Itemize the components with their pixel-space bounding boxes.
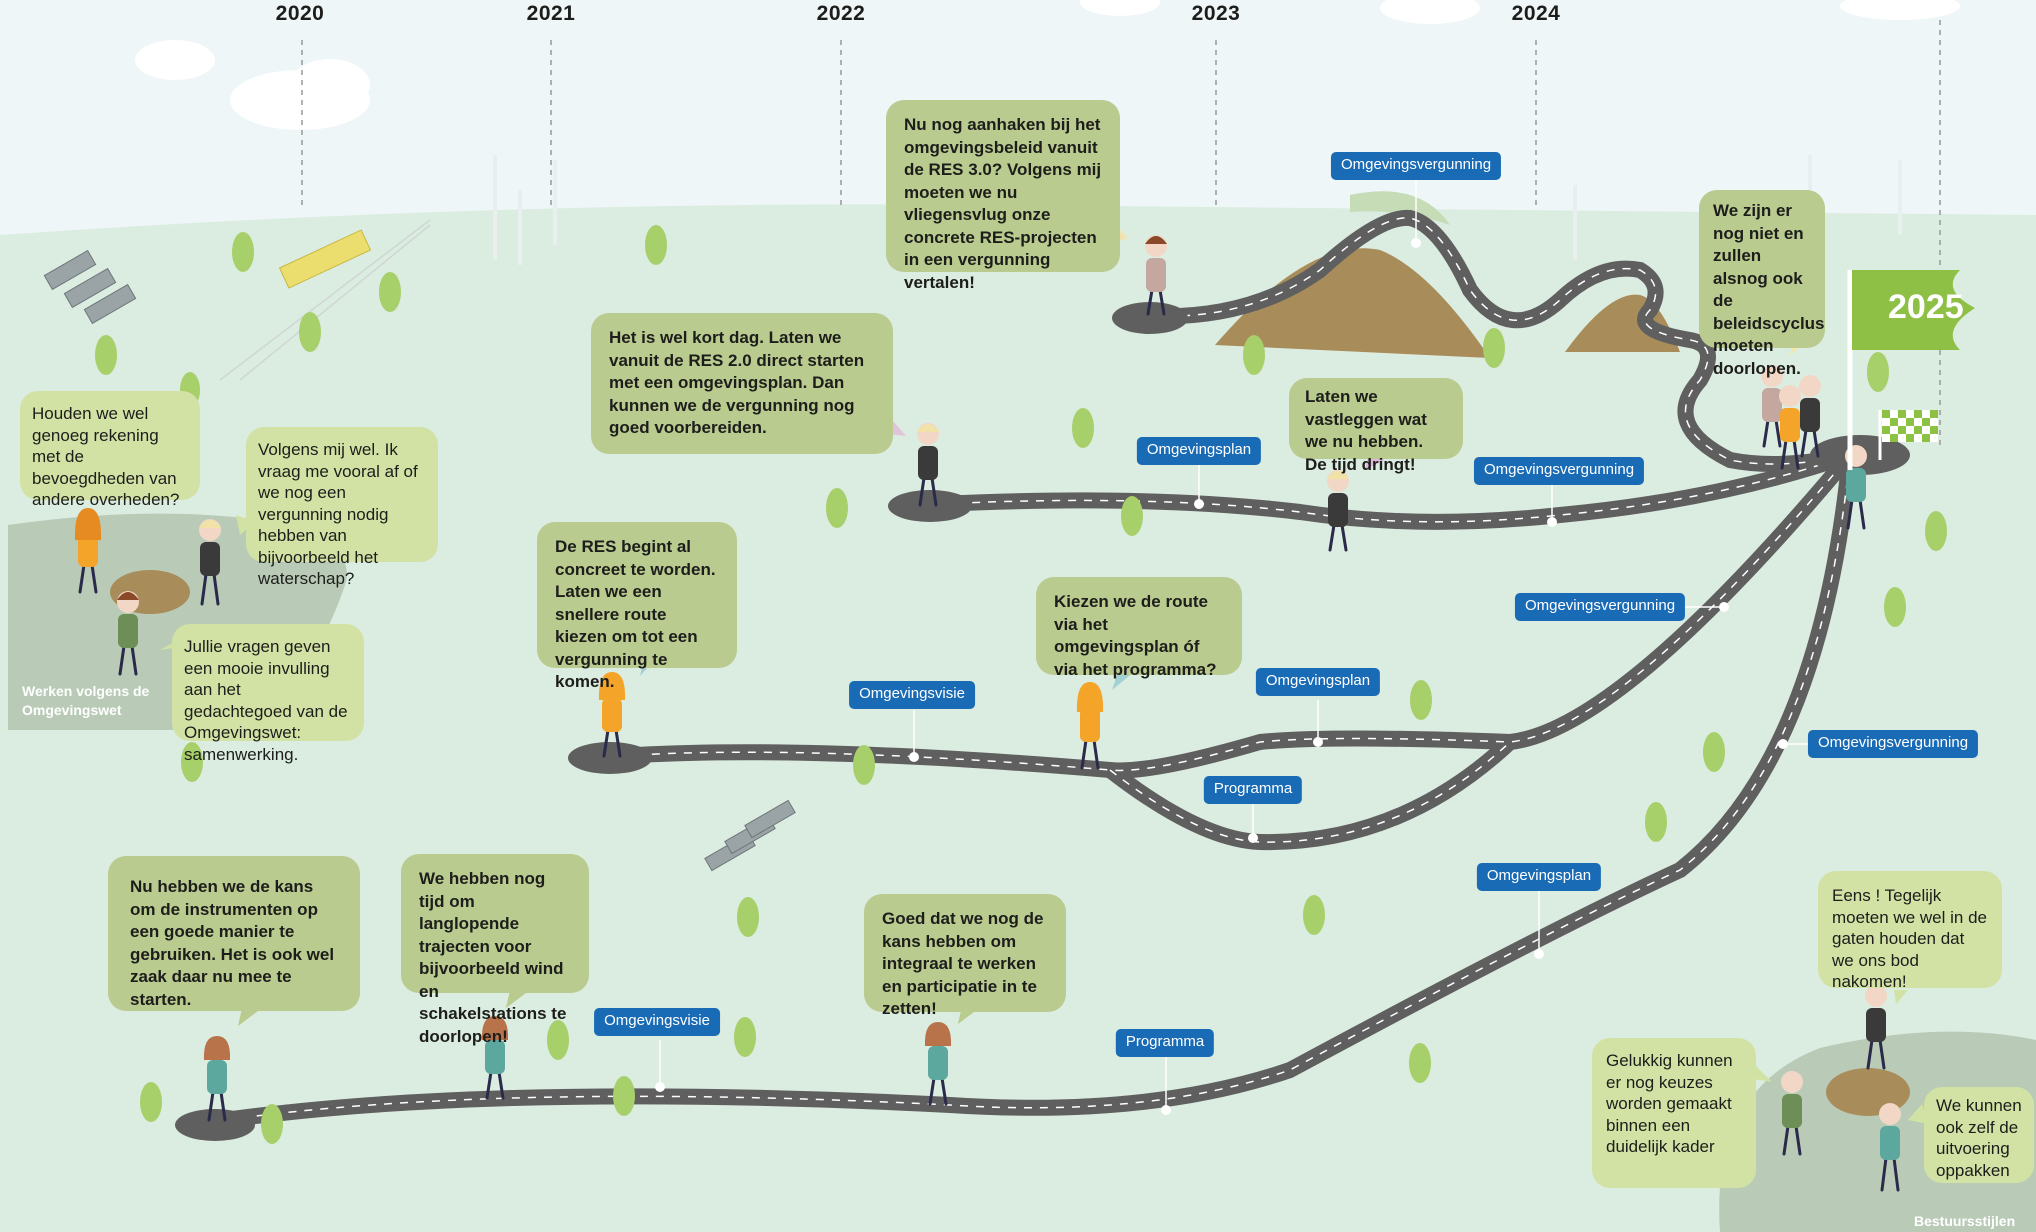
hill-big (1215, 248, 1490, 358)
tag-omgevingsvergunning: Omgevingsvergunning (1330, 152, 1502, 180)
bubble-gelukkig: Gelukkig kunnen er nog keuzes worden gem… (1592, 1038, 1756, 1188)
person-res-concreet (598, 672, 626, 758)
year-2024: 2024 (1511, 2, 1561, 25)
finish-checkered-flag (1878, 410, 1938, 460)
bubble-bevoegdheden: Houden we wel genoeg rekening met de bev… (20, 391, 200, 509)
trees (95, 225, 1947, 1144)
road-start-discs (175, 302, 1910, 1141)
person-tijd (481, 1016, 509, 1100)
person-left-orange (74, 508, 102, 594)
person-right-group (1781, 985, 1901, 1192)
zone-left-label: Werken volgens de Omgevingswet (22, 683, 150, 718)
goal-flag (1847, 270, 1975, 470)
bubble-zelf: We kunnen ook zelf de uitvoering oppakke… (1924, 1087, 2034, 1183)
tag-omgevingsvisie: Omgevingsvisie (594, 1008, 720, 1036)
zone-right-label: Bestuursstijlen (1914, 1213, 2016, 1229)
goal-year-label: 2025 (1888, 288, 1964, 326)
year-2022: 2022 (816, 2, 866, 25)
tag-omgevingsvergunning: Omgevingsvergunning (1807, 730, 1979, 758)
bubble-res20: Het is wel kort dag. Laten we vanuit de … (591, 313, 893, 454)
person-vastleggen (1327, 470, 1349, 552)
bubble-kans: Nu hebben we de kans om de instrumenten … (108, 856, 360, 1011)
person-left-teal (117, 591, 139, 676)
tag-omgevingsplan: Omgevingsplan (1136, 437, 1262, 465)
bubble-eens: Eens ! Tegelijk moeten we wel in de gate… (1818, 871, 2002, 991)
bubble-jullie: Jullie vragen geven een mooie invulling … (172, 624, 364, 764)
wind-turbines (493, 155, 1902, 265)
tag-omgevingsvergunning: Omgevingsvergunning (1473, 457, 1645, 485)
person-res20 (917, 423, 939, 507)
tag-programma: Programma (1115, 1029, 1215, 1057)
person-route (1076, 682, 1104, 770)
tag-omgevingsvergunning: Omgevingsvergunning (1514, 593, 1686, 621)
tag-omgevingsplan: Omgevingsplan (1255, 668, 1381, 696)
clouds (135, 0, 1960, 130)
year-2023: 2023 (1191, 2, 1241, 25)
year-2020: 2020 (275, 2, 325, 25)
tag-omgevingsvisie: Omgevingsvisie (849, 681, 975, 709)
tag-omgevingsplan: Omgevingsplan (1476, 863, 1602, 891)
person-goal-group (1761, 365, 1867, 530)
people (74, 235, 1901, 1192)
bubble-tijd: We hebben nog tijd om langlopende trajec… (401, 854, 589, 1046)
year-dividers (301, 20, 1941, 450)
person-left-dark (199, 519, 221, 606)
bubble-vastleggen: Laten we vastleggen wat we nu hebben. De… (1289, 378, 1463, 474)
bubble-res-concreet: De RES begint al concreet te worden. Lat… (537, 522, 737, 691)
road-markings (224, 217, 1851, 1121)
tag-programma: Programma (1203, 776, 1303, 804)
rail-track (219, 219, 431, 381)
bubble-beleidscyclus: We zijn er nog niet en zullen alsnog ook… (1699, 190, 1825, 378)
bubble-res30: Nu nog aanhaken bij het omgevingsbeleid … (886, 100, 1120, 292)
tag-dots (655, 238, 1788, 1115)
train (278, 229, 372, 289)
bubble-route: Kiezen we de route via het omgevingsplan… (1036, 577, 1242, 679)
solar-panels (43, 249, 796, 872)
person-integraal (924, 1022, 952, 1106)
bubble-integraal: Goed dat we nog de kans hebben om integr… (864, 894, 1066, 1018)
bubble-waterschap: Volgens mij wel. Ik vraag me vooral af o… (246, 427, 438, 588)
person-res30 (1145, 235, 1167, 316)
person-kans (203, 1036, 231, 1122)
year-2021: 2021 (526, 2, 576, 25)
